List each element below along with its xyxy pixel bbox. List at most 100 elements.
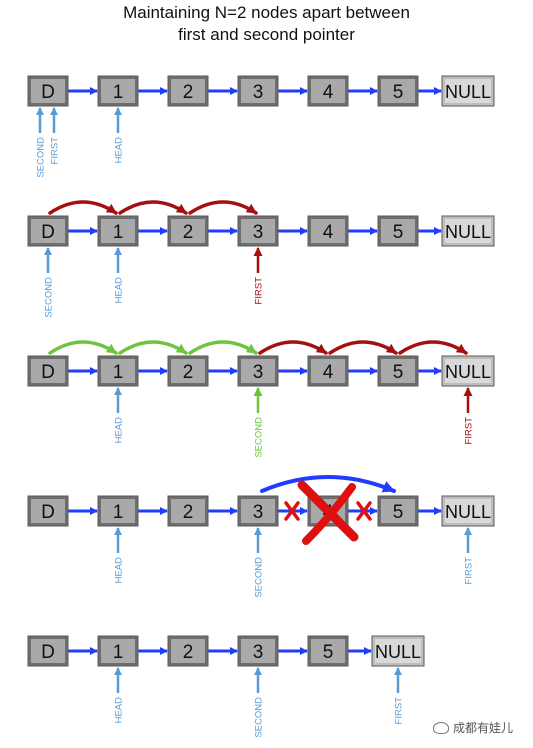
list-node: 4 (307, 75, 349, 107)
node-label: 3 (253, 222, 264, 243)
null-node: NULL (441, 355, 495, 387)
list-node: 1 (97, 495, 139, 527)
node-face (445, 359, 491, 383)
node-face (31, 499, 65, 523)
pointer-move-arrow (48, 200, 118, 215)
pointer-label-head: HEAD (114, 557, 125, 584)
bypass-link-arrow (260, 475, 396, 493)
list-node: 2 (167, 355, 209, 387)
pointer-label-first: FIRST (254, 277, 265, 305)
list-node: 5 (377, 355, 419, 387)
list-node: 1 (97, 355, 139, 387)
list-node: 3 (237, 495, 279, 527)
list-node: D (27, 215, 69, 247)
list-node: 3 (237, 75, 279, 107)
node-label: D (41, 642, 55, 663)
node-label: 3 (253, 82, 264, 103)
node-face (241, 359, 275, 383)
null-node: NULL (441, 215, 495, 247)
node-face (101, 79, 135, 103)
wechat-icon (432, 721, 449, 734)
node-face (381, 219, 415, 243)
node-label: 5 (393, 362, 404, 383)
node-face (171, 359, 205, 383)
list-node: D (27, 635, 69, 667)
node-face (241, 219, 275, 243)
pointer-label-first: FIRST (464, 557, 475, 585)
broken-link-cross-icon (284, 501, 300, 521)
node-face (31, 639, 65, 663)
node-face (171, 79, 205, 103)
list-node: 4 (307, 355, 349, 387)
node-label: 2 (183, 502, 194, 523)
node-label: NULL (375, 642, 421, 662)
node-label: NULL (445, 82, 491, 102)
pointer-move-arrow (118, 340, 188, 355)
pointer-label-head: HEAD (114, 417, 125, 444)
null-node: NULL (441, 495, 495, 527)
node-label: 4 (323, 222, 334, 243)
list-node: 3 (237, 215, 279, 247)
node-face (375, 639, 421, 663)
node-face (311, 359, 345, 383)
pointer-move-arrow (328, 340, 398, 355)
node-label: 3 (253, 362, 264, 383)
node-face (31, 359, 65, 383)
null-node: NULL (441, 75, 495, 107)
node-label: 2 (183, 362, 194, 383)
node-label: 5 (393, 222, 404, 243)
list-node: 4 (307, 215, 349, 247)
node-face (171, 219, 205, 243)
list-node: 5 (307, 635, 349, 667)
node-face (445, 219, 491, 243)
list-node: 2 (167, 495, 209, 527)
list-node: 3 (237, 355, 279, 387)
pointer-label-second: SECOND (254, 697, 265, 738)
node-label: 2 (183, 222, 194, 243)
list-node: 1 (97, 635, 139, 667)
node-label: 5 (393, 502, 404, 523)
node-label: 3 (253, 502, 264, 523)
list-node: D (27, 495, 69, 527)
node-label: 1 (113, 642, 124, 663)
pointer-label-head: HEAD (114, 277, 125, 304)
pointer-move-arrow (398, 340, 468, 355)
node-label: D (41, 362, 55, 383)
node-face (381, 359, 415, 383)
node-face (101, 219, 135, 243)
list-node: D (27, 75, 69, 107)
node-face (311, 219, 345, 243)
node-label: 3 (253, 642, 264, 663)
node-face (381, 499, 415, 523)
list-node: 1 (97, 75, 139, 107)
node-face (171, 639, 205, 663)
node-face (171, 499, 205, 523)
delete-cross-icon (297, 480, 359, 545)
node-label: 1 (113, 502, 124, 523)
pointer-label-second: SECOND (44, 277, 55, 318)
title-line-2: first and second pointer (178, 25, 355, 44)
pointer-move-arrow (188, 340, 258, 355)
node-label: 5 (323, 642, 334, 663)
node-label: 2 (183, 642, 194, 663)
node-face (381, 79, 415, 103)
pointer-label-first: FIRST (394, 697, 405, 725)
pointer-label-second: SECOND (254, 557, 265, 598)
pointer-label-head: HEAD (114, 697, 125, 724)
list-row-5: D 1 2 3 5 NULL HEAD SECOND FIRST (27, 635, 425, 738)
title-line-1: Maintaining N=2 nodes apart between (123, 3, 410, 22)
node-face (311, 639, 345, 663)
pointer-move-arrow (188, 200, 258, 215)
broken-link-cross-icon (356, 501, 372, 521)
node-face (311, 79, 345, 103)
node-face (31, 79, 65, 103)
pointer-label-first: FIRST (50, 137, 61, 165)
node-face (241, 79, 275, 103)
pointer-label-head: HEAD (114, 137, 125, 164)
list-node: 1 (97, 215, 139, 247)
node-label: NULL (445, 502, 491, 522)
